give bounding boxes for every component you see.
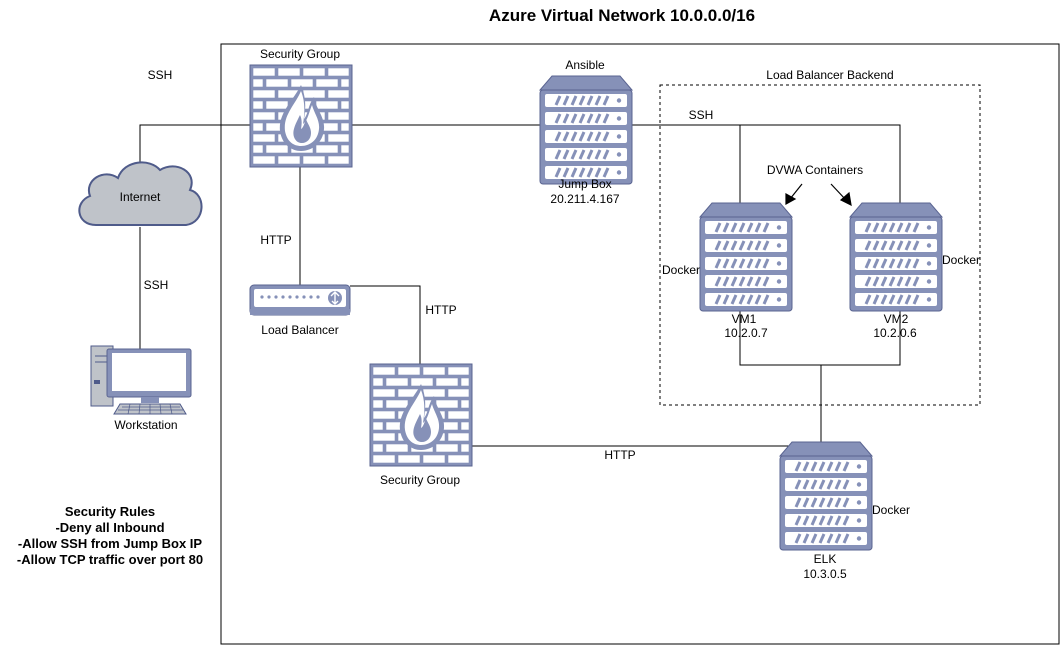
vm1-label: VM1 <box>731 312 757 326</box>
security-group-bottom-firewall-icon <box>369 363 473 467</box>
ssh-backend-label: SSH <box>688 108 714 122</box>
jump-box-caption: Ansible <box>565 58 605 72</box>
security-group-bottom-label: Security Group <box>379 473 461 487</box>
backend-pool-boundary <box>659 84 981 406</box>
security-rules-title: Security Rules <box>64 504 156 519</box>
http-lb-to-sg-line <box>350 285 421 364</box>
load-balancer-icon <box>249 284 351 316</box>
http-lb-to-sg-label: HTTP <box>425 303 457 317</box>
security-rule-item: -Deny all Inbound <box>55 520 165 535</box>
vm-to-elk-line <box>739 305 901 366</box>
vm2-label: VM2 <box>883 312 909 326</box>
backend-pool-label: Load Balancer Backend <box>766 68 894 82</box>
workstation-computer-icon <box>90 345 192 415</box>
http-sg-to-lb-label: HTTP <box>260 233 292 247</box>
vm2-server-icon <box>848 201 944 313</box>
dvwa-arrows <box>785 183 852 207</box>
vm2-docker-label: Docker <box>942 253 981 267</box>
security-group-top-label: Security Group <box>259 47 341 61</box>
jump-box-server-icon <box>538 74 634 186</box>
ssh-workstation-label: SSH <box>143 278 169 292</box>
internet-label: Internet <box>119 190 161 204</box>
http-sg-to-elk-label: HTTP <box>604 448 636 462</box>
workstation-label: Workstation <box>114 418 178 432</box>
jump-box-ip: 20.211.4.167 <box>550 192 620 206</box>
dvwa-containers-label: DVWA Containers <box>766 163 864 177</box>
security-rules-box: Security Rules -Deny all Inbound -Allow … <box>17 504 203 568</box>
ssh-top-label: SSH <box>147 68 173 82</box>
internet-cloud-icon <box>78 161 203 226</box>
elk-docker-label: Docker <box>872 503 911 517</box>
security-group-top-firewall-icon <box>249 64 353 168</box>
vm2-ip: 10.2.0.6 <box>873 326 917 340</box>
vm1-ip: 10.2.0.7 <box>724 326 768 340</box>
diagram-title: Azure Virtual Network 10.0.0.0/16 <box>488 6 756 25</box>
jump-box-label: Jump Box <box>558 177 612 191</box>
elk-label: ELK <box>813 552 837 566</box>
load-balancer-label: Load Balancer <box>261 323 339 337</box>
vnet-boundary <box>220 43 1060 645</box>
vm1-server-icon <box>698 201 794 313</box>
security-rule-item: -Allow TCP traffic over port 80 <box>16 552 204 567</box>
elk-ip: 10.3.0.5 <box>803 567 847 581</box>
vm1-docker-label: Docker <box>662 263 701 277</box>
connections <box>139 124 901 447</box>
ssh-internet-to-vm2-line <box>139 124 901 205</box>
security-rule-item: -Allow SSH from Jump Box IP <box>17 536 203 551</box>
elk-server-icon <box>778 440 874 552</box>
